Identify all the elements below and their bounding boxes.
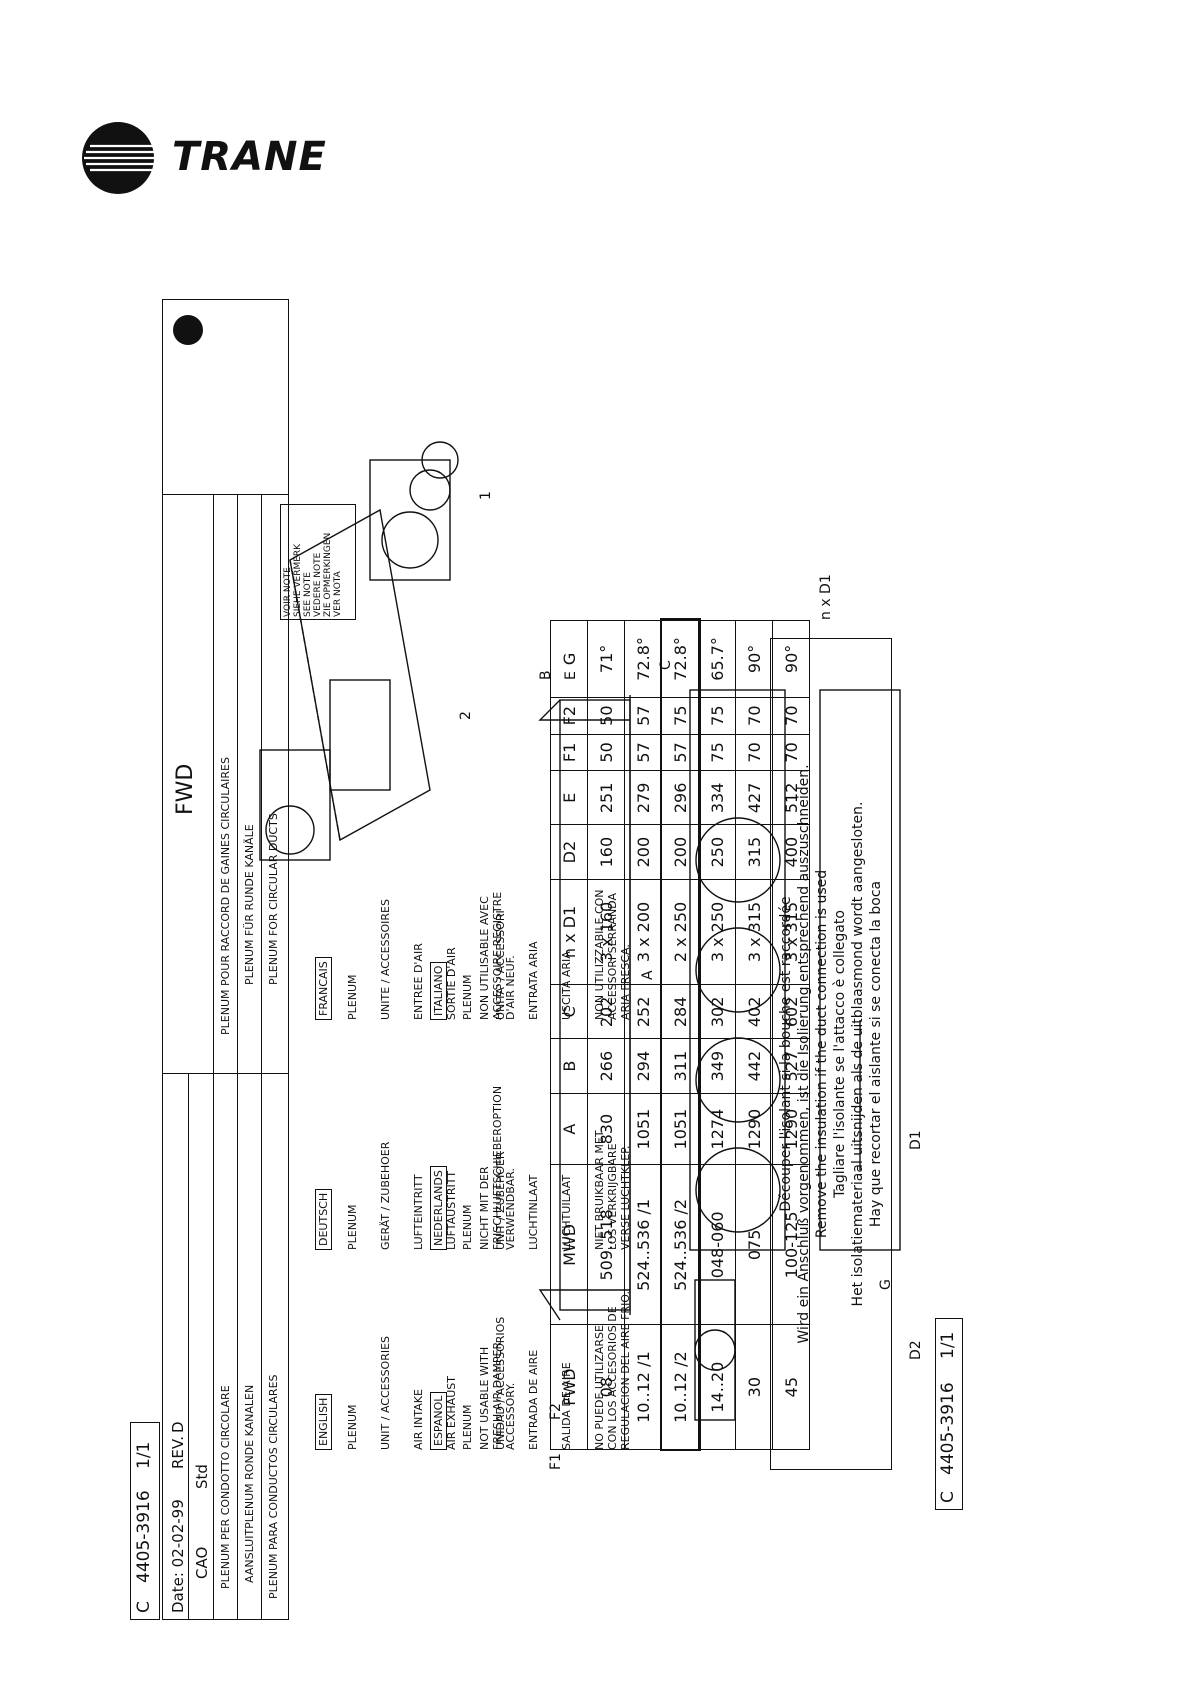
- duct-outlet-right: [265, 805, 315, 855]
- side-view-body: [559, 699, 631, 1311]
- dim-b: B: [538, 670, 554, 680]
- plenum-left: [369, 459, 451, 581]
- drawing-sheet: C 4405-3916 1/1 Date: 02-02-99 REV. D CA…: [130, 299, 1010, 1620]
- bottom-view: [819, 689, 901, 1251]
- unit-coil: [329, 679, 391, 791]
- dim-g: G: [878, 1279, 894, 1290]
- brand-name: TRANE: [172, 134, 327, 180]
- unit-body: [289, 508, 431, 842]
- plenum-right: [259, 749, 331, 861]
- front-view: [689, 689, 786, 1251]
- note-flag-line: SIEHE VERMERK: [293, 543, 303, 617]
- dim-f2: F2: [548, 1403, 564, 1420]
- note-flag-line: SEE NOTE: [303, 572, 313, 617]
- note-flag-line: VER NOTA: [333, 571, 343, 617]
- dim-e: E: [563, 671, 579, 680]
- dim-d1: D1: [908, 1130, 924, 1150]
- note-flag-line: VEDERE NOTE: [313, 552, 323, 617]
- dim-c: C: [658, 660, 674, 670]
- note-flag-line: VOIR NOTE: [283, 567, 293, 617]
- see-note-flag: VOIR NOTE SIEHE VERMERK SEE NOTE VEDERE …: [280, 504, 356, 620]
- dim-nd1: n x D1: [818, 574, 834, 620]
- dim-a: A: [640, 970, 656, 980]
- plenum-drawing: A B E C F1 F2 D1 D2 G n x D1 1 2: [259, 441, 924, 1470]
- dim-f1: F1: [548, 1453, 564, 1470]
- trane-logo-icon: [82, 122, 158, 194]
- callout-2: 2: [458, 711, 474, 720]
- end-view: [694, 1279, 736, 1421]
- note-flag-line: ZIE OPMERKINGEN: [323, 532, 333, 617]
- duct-outlet-left: [381, 511, 439, 569]
- callout-1: 1: [478, 491, 494, 500]
- dim-d2: D2: [908, 1340, 924, 1360]
